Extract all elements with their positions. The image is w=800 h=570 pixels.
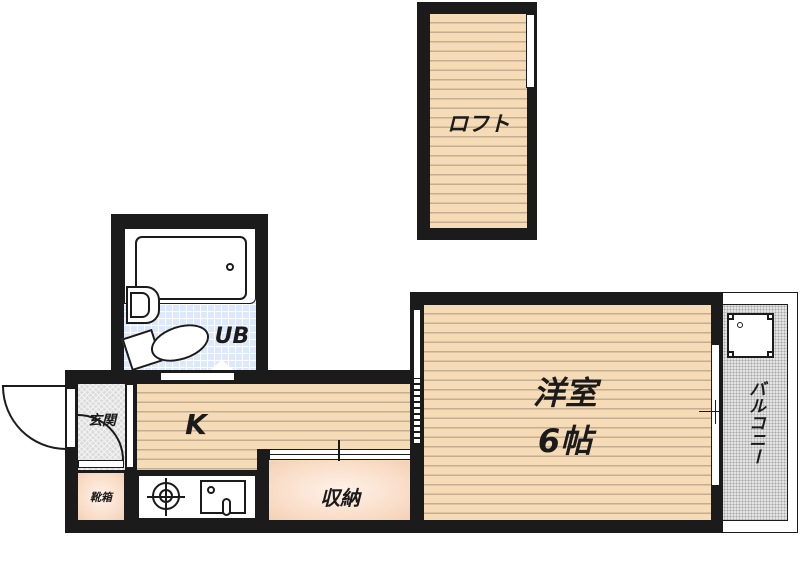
balcony-label: バルコニー: [745, 380, 765, 465]
loft-ladder-opening: [526, 14, 535, 88]
storage-wall: [257, 449, 269, 521]
room-label-line1: 洋室: [532, 374, 597, 412]
window-mark-h: [699, 411, 733, 412]
bath-door[interactable]: [160, 372, 235, 381]
front-door[interactable]: [2, 386, 66, 450]
bathtub-drain: [226, 263, 234, 271]
ac-outdoor-unit: [727, 313, 774, 358]
kitchen-sink-icon: [200, 480, 246, 514]
ac-unit-corner-br: [767, 351, 774, 358]
ac-unit-corner-bl: [727, 351, 734, 358]
stove-crosshair-v: [165, 478, 167, 516]
kitchen-label: K: [185, 408, 207, 441]
window-mark-v: [715, 400, 716, 424]
ac-unit-port: [737, 322, 743, 328]
room-floor: [424, 305, 711, 520]
loft-floor: [430, 14, 527, 228]
ac-unit-corner-tl: [727, 313, 734, 320]
storage-door-mark: [338, 440, 340, 470]
entrance-partition: [126, 384, 134, 468]
front-door-frame: [66, 388, 76, 448]
storage-area: [269, 461, 411, 520]
front-door-leaf: [2, 385, 66, 387]
room-kitchen-opening: [413, 378, 421, 446]
ub-label: UB: [214, 324, 250, 349]
loft-label: ロフト: [447, 112, 510, 136]
bath-sink-basin: [130, 292, 150, 318]
shoe-box-label: 靴箱: [90, 491, 112, 504]
entrance-label: 玄関: [88, 413, 116, 429]
entrance-step: [78, 460, 124, 468]
bath-door-arrow: [210, 360, 234, 370]
kitchen-faucet: [222, 498, 231, 516]
shoe-box: [78, 473, 124, 520]
storage-door-track: [270, 454, 410, 455]
room-label-line2: 6帖: [537, 422, 593, 460]
storage-label: 収納: [320, 486, 360, 510]
kitchen-sink-drain: [207, 486, 215, 494]
ac-unit-corner-tr: [767, 313, 774, 320]
